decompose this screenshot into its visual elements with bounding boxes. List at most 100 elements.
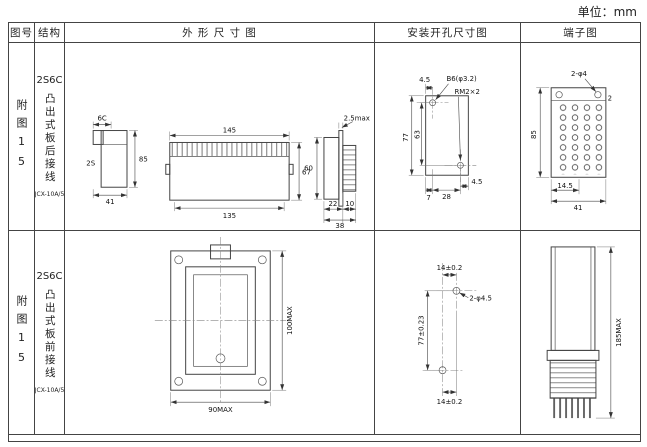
depth-view <box>323 130 357 207</box>
terminal-block <box>550 87 607 178</box>
front-panel-view <box>154 236 287 403</box>
dim-terminal-holes: 2-φ4 <box>571 70 597 92</box>
header-mounting-dims: 安装开孔尺寸图 <box>375 23 521 43</box>
relay-side-profile <box>546 246 600 419</box>
dim-text: 4.5 <box>471 178 482 186</box>
hole-layout <box>422 262 477 397</box>
dim-text: 2-φ4.5 <box>469 295 492 303</box>
terminal-diagram-front: 185MAX <box>546 246 623 419</box>
row1-mounting-cell: 4.5 B6(φ3.2) RM2×2 77 63 <box>375 43 521 231</box>
terminal-diagram-rear: 2-φ4 2 85 14.5 41 <box>530 70 612 212</box>
dim-text: 14±0.2 <box>437 264 463 272</box>
row2-structure-text: 凸出式板前接线 <box>43 289 56 380</box>
dim-bottom-offset: 14±0.2 <box>437 310 463 406</box>
mounting-hole-drawing-front: 14±0.2 2-φ4.5 77±0.23 14±0.2 <box>418 262 492 406</box>
corner-hole <box>257 376 267 386</box>
row1-type: 2S6C <box>36 75 63 86</box>
row2-type: 2S6C <box>36 271 63 282</box>
row1-fig-no: 附图15 <box>15 98 28 175</box>
row1-structure-text: 凸出式板后接线 <box>43 93 56 184</box>
terminal-grid <box>557 102 603 175</box>
dim-text: 63 <box>414 130 422 139</box>
dim-text: 14±0.2 <box>437 398 463 406</box>
corner-hole <box>174 376 184 386</box>
dim-text: 185MAX <box>615 318 623 347</box>
dim-depth-bottom: 22 10 38 <box>323 193 357 230</box>
label-hole-type: B6(φ3.2) <box>435 75 477 100</box>
header-fig-no: 图号 <box>9 23 35 43</box>
dim-text: 22 <box>328 200 337 208</box>
row1-model: JCX-10A/5 <box>35 191 65 198</box>
dim-panel-thickness: 2.5max <box>338 115 370 129</box>
dim-text: 85 <box>530 130 538 139</box>
dim-side-left: 2S <box>86 159 95 167</box>
dim-text: 67 <box>302 168 311 176</box>
dim-side-width: 41 <box>92 189 128 206</box>
header-terminal-diagram: 端子图 <box>521 23 640 43</box>
dim-text: 2.5max <box>344 115 370 123</box>
dim-terminal-height: 185MAX <box>595 246 623 419</box>
fixing-hole <box>555 91 563 99</box>
dim-text: RM2×2 <box>454 88 479 96</box>
row2-model: JCX-10A/5 <box>35 387 65 394</box>
row2-structure-cell: 2S6C 凸出式板前接线 JCX-10A/5 <box>35 231 65 435</box>
dim-text: 4.5 <box>419 76 430 84</box>
flange <box>546 349 600 361</box>
dim-text: 85 <box>139 155 148 163</box>
label-thread-type: RM2×2 <box>454 88 480 161</box>
dim-text: 6C <box>97 115 106 123</box>
dim-outline-width: 90MAX <box>170 392 271 414</box>
mounting-hole <box>452 286 461 295</box>
row2-fig-no: 附图15 <box>15 294 28 371</box>
dim-mounting-height-77: 77 <box>402 95 424 176</box>
side-profile-view <box>92 130 128 188</box>
row2-terminal-cell: 185MAX <box>521 231 640 435</box>
dim-text: 90MAX <box>208 406 233 414</box>
row1-fig-no-cell: 附图15 <box>9 43 35 231</box>
dim-text: 100MAX <box>286 306 294 335</box>
dim-side-height: 85 <box>128 130 148 188</box>
dim-text: 41 <box>574 204 583 212</box>
dim-front-top-width: 145 <box>169 127 290 141</box>
left-tab <box>165 163 171 175</box>
row2-fig-no-cell: 附图15 <box>9 231 35 435</box>
mounting-hole <box>457 161 464 169</box>
dim-text: 38 <box>335 222 344 230</box>
dim-mounting-height-63: 63 <box>414 102 458 166</box>
row1-structure-cell: 2S6C 凸出式板后接线 JCX-10A/5 <box>35 43 65 231</box>
dim-hole-spacing: 77±0.23 <box>418 290 453 371</box>
outline-drawing-rear-wiring: 6C 2S 85 41 <box>86 115 370 230</box>
dim-text: 135 <box>223 212 236 220</box>
header-structure: 结构 <box>35 23 65 43</box>
dim-outline-height: 100MAX <box>272 250 294 391</box>
header-outline-dims: 外 形 尺 寸 图 <box>65 23 375 43</box>
mounting-hole <box>429 99 436 107</box>
corner-hole <box>174 255 184 265</box>
mounting-hole-drawing-rear: 4.5 B6(φ3.2) RM2×2 77 63 <box>402 75 483 202</box>
dim-text: 2-φ4 <box>571 70 588 78</box>
dim-front-bottom-width: 135 <box>174 202 285 220</box>
row2-outline-cell: 100MAX 90MAX <box>65 231 375 435</box>
panel-plate <box>338 130 344 207</box>
dim-text: 28 <box>442 193 451 201</box>
dim-text: 77±0.23 <box>418 315 426 345</box>
dim-terminal-bottom: 14.5 41 <box>550 179 607 212</box>
fixing-hole <box>594 91 602 99</box>
dim-text: 14.5 <box>557 182 572 190</box>
dim-text: 10 <box>345 200 354 208</box>
row1-terminal-cell: 2-φ4 2 85 14.5 41 <box>521 43 640 231</box>
dim-front-height: 67 <box>291 142 311 201</box>
dim-side-top: 6C <box>92 115 112 129</box>
dim-text: 77 <box>402 133 410 142</box>
outline-drawing-front-wiring: 100MAX 90MAX <box>154 236 294 414</box>
row1-outline-cell: 6C 2S 85 41 <box>65 43 375 231</box>
terminal-mark: 2 <box>608 95 612 103</box>
dim-depth-height: 60 <box>304 137 322 200</box>
mounting-hole <box>438 366 447 375</box>
dim-terminal-height: 85 <box>530 87 550 178</box>
dim-mounting-bottom: 7 28 4.5 <box>425 169 482 202</box>
front-view <box>165 141 294 201</box>
mounting-plate-outline <box>416 86 477 183</box>
terminal-pins <box>552 398 594 419</box>
dim-top-offset: 14±0.2 <box>437 264 463 277</box>
